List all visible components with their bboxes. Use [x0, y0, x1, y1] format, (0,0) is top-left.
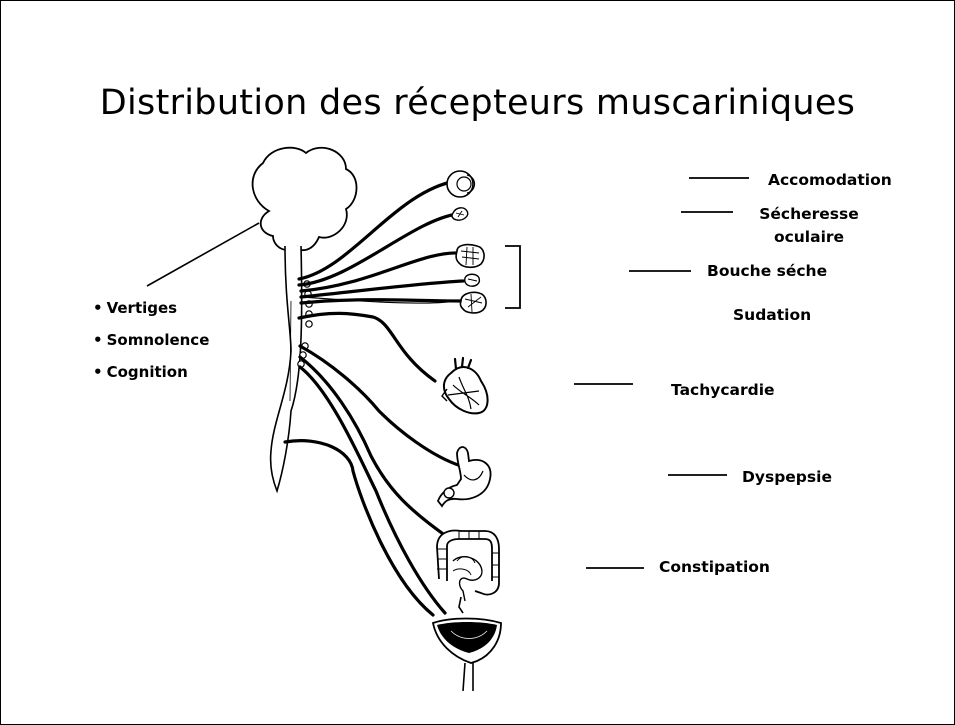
effect-lines: [574, 178, 749, 568]
effect-bouche-seche: Bouche séche: [707, 260, 827, 283]
spinal-cord: [271, 246, 302, 491]
cns-effect-item: Somnolence: [93, 324, 209, 356]
parotid-gland-icon: [456, 245, 484, 268]
effect-accomodation: Accomodation: [768, 169, 892, 192]
lacrimal-gland-icon: [452, 208, 468, 220]
cns-pointer-line: [147, 223, 259, 286]
effect-sudation: Sudation: [733, 304, 811, 327]
cns-effect-item: Cognition: [93, 356, 209, 388]
eye-icon: [447, 171, 475, 197]
effect-dyspepsie: Dyspepsie: [742, 466, 832, 489]
stomach-icon: [438, 447, 491, 506]
heart-icon: [442, 358, 488, 413]
effect-secheresse-line2: oculaire: [747, 226, 871, 249]
cns-effect-item: Vertiges: [93, 292, 209, 324]
effect-constipation: Constipation: [659, 556, 770, 579]
sublingual-gland-icon: [465, 274, 480, 286]
gland-bracket: [505, 246, 520, 308]
effect-secheresse-line1: Sécheresse: [747, 203, 871, 226]
bladder-icon: [433, 619, 501, 692]
submandibular-gland-icon: [460, 292, 486, 313]
cns-effects-list: Vertiges Somnolence Cognition: [93, 292, 209, 388]
effect-tachycardie: Tachycardie: [671, 379, 775, 402]
effect-secheresse-oculaire: Sécheresse oculaire: [747, 203, 871, 249]
intestine-icon: [437, 531, 499, 613]
